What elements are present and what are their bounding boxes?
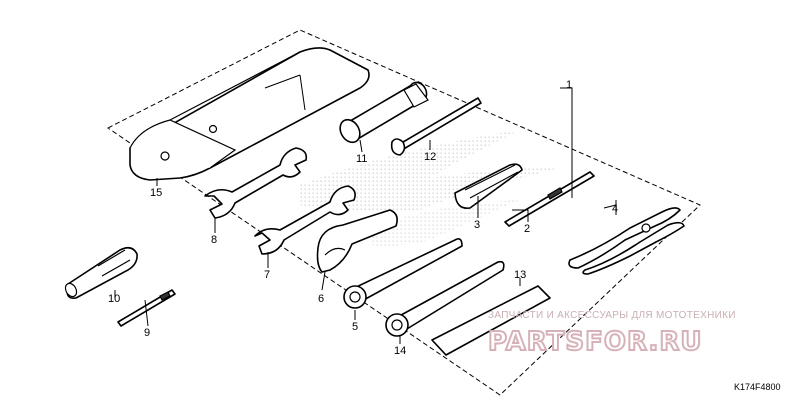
pin-spanner: [390, 97, 482, 156]
screwdriver-handle: [454, 163, 523, 210]
label-part-3: 3: [474, 219, 480, 231]
kit-frame: [107, 29, 701, 396]
label-part-7: 7: [264, 269, 270, 281]
label-part-11: 11: [356, 153, 367, 165]
screwdriver-handle-2: [64, 246, 138, 300]
watermark: ЗАПЧАСТИ И АКСЕССУАРЫ ДЛЯ МОТОТЕХНИКИ PA…: [487, 310, 736, 358]
socket-wrench: [339, 81, 429, 144]
watermark-tagline: ЗАПЧАСТИ И АКСЕССУАРЫ ДЛЯ МОТОТЕХНИКИ: [488, 310, 736, 321]
box-wrench-long: [385, 260, 505, 337]
label-part-9: 9: [144, 327, 150, 339]
watermark-logo: PARTSFOR.RU: [488, 327, 702, 357]
label-part-13: 13: [514, 269, 526, 281]
label-part-14: 14: [394, 345, 406, 357]
honda-wing-background: [300, 130, 560, 246]
diagram-code: K174F4800: [734, 382, 781, 392]
label-part-15: 15: [150, 187, 162, 199]
leader-lines: [114, 87, 617, 344]
label-part-8: 8: [211, 234, 217, 246]
open-end-wrench-7: [254, 185, 356, 255]
screwdriver-blade: [504, 171, 595, 227]
screwdriver-blade-2: [117, 289, 176, 327]
strap: [431, 285, 551, 356]
label-part-4: 4: [612, 203, 618, 215]
label-part-1: 1: [566, 79, 572, 91]
part-number-labels: 1 2 3 4 5 6 7 8 9 10 11 12 13 14 15: [108, 79, 618, 357]
hook-wrench: [316, 209, 398, 273]
label-part-12: 12: [424, 151, 436, 163]
open-end-wrench-8: [204, 147, 308, 219]
label-part-2: 2: [524, 223, 530, 235]
box-wrench: [343, 238, 463, 309]
pliers: [568, 207, 685, 275]
label-part-10: 10: [108, 293, 120, 305]
label-part-6: 6: [318, 293, 324, 305]
label-part-5: 5: [352, 321, 358, 333]
tool-bag: [129, 47, 370, 181]
